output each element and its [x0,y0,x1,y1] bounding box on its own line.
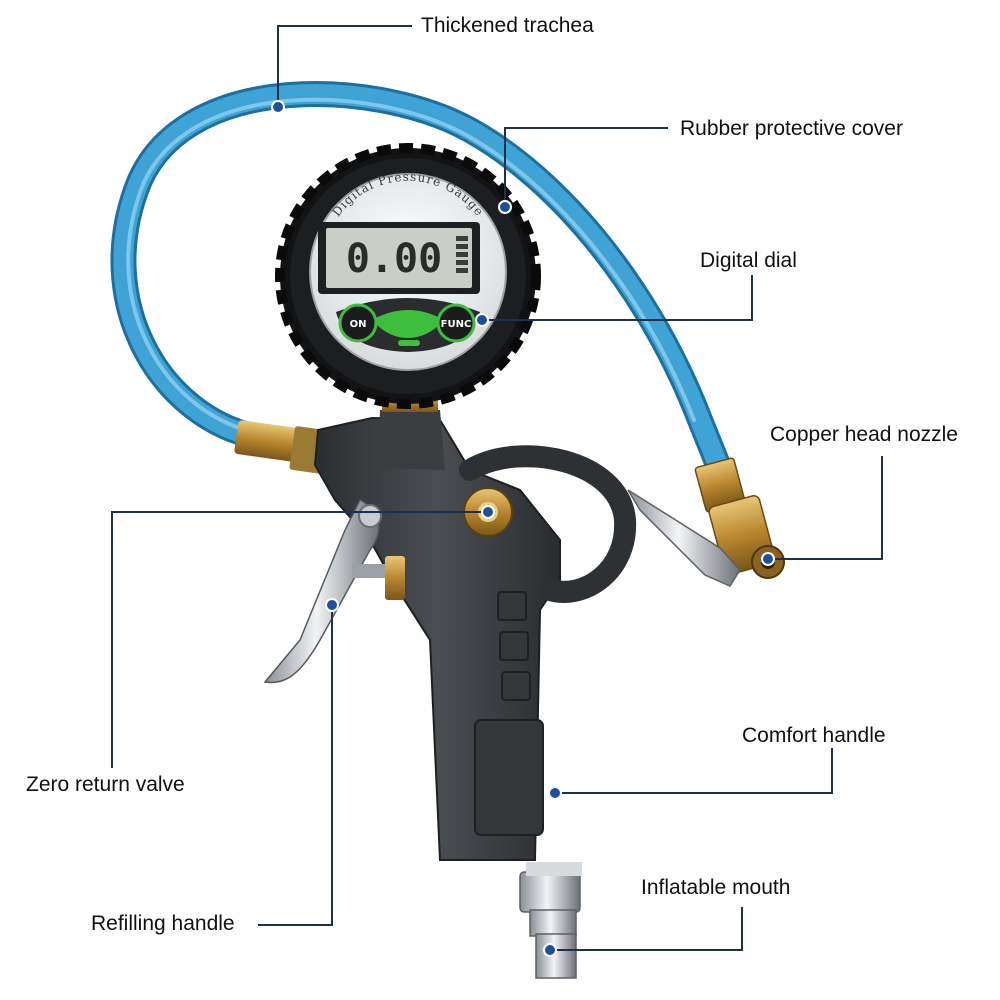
copper-head-nozzle [627,457,785,587]
leader-refilling-handle [258,605,333,926]
leader-digital-dial [482,275,753,321]
label-inflatable-mouth: Inflatable mouth [641,876,791,899]
label-digital-dial: Digital dial [700,249,797,272]
inflatable-mouth [519,862,582,979]
label-copper-head-nozzle: Copper head nozzle [770,423,958,446]
label-refilling-handle: Refilling handle [91,912,235,935]
label-thickened-trachea: Thickened trachea [421,14,594,37]
func-button[interactable]: FUNC [436,303,476,343]
leader-comfort-handle [555,748,833,794]
gun-body [313,392,637,861]
on-button[interactable]: ON [338,303,378,343]
leader-inflatable-mouth [550,907,743,951]
leader-dots [271,100,775,957]
pressure-gauge: Digital Pressure Gauge 0.00 ON FUNC [275,143,541,409]
pressure-reading: 0.00 [346,236,442,282]
svg-text:ON: ON [350,319,367,330]
hose [110,81,738,503]
svg-text:FUNC: FUNC [441,319,472,330]
label-zero-return-valve: Zero return valve [26,773,185,796]
leader-zero-return-valve [111,511,488,768]
label-rubber-protective-cover: Rubber protective cover [680,117,903,140]
lcd-screen [326,228,472,288]
trigger-lever [263,498,405,684]
leader-thickened-trachea [277,25,412,107]
label-comfort-handle: Comfort handle [742,724,886,747]
leader-lines [111,25,883,951]
leader-rubber-protective-cover [504,127,668,207]
leader-copper-head-nozzle [768,456,883,560]
